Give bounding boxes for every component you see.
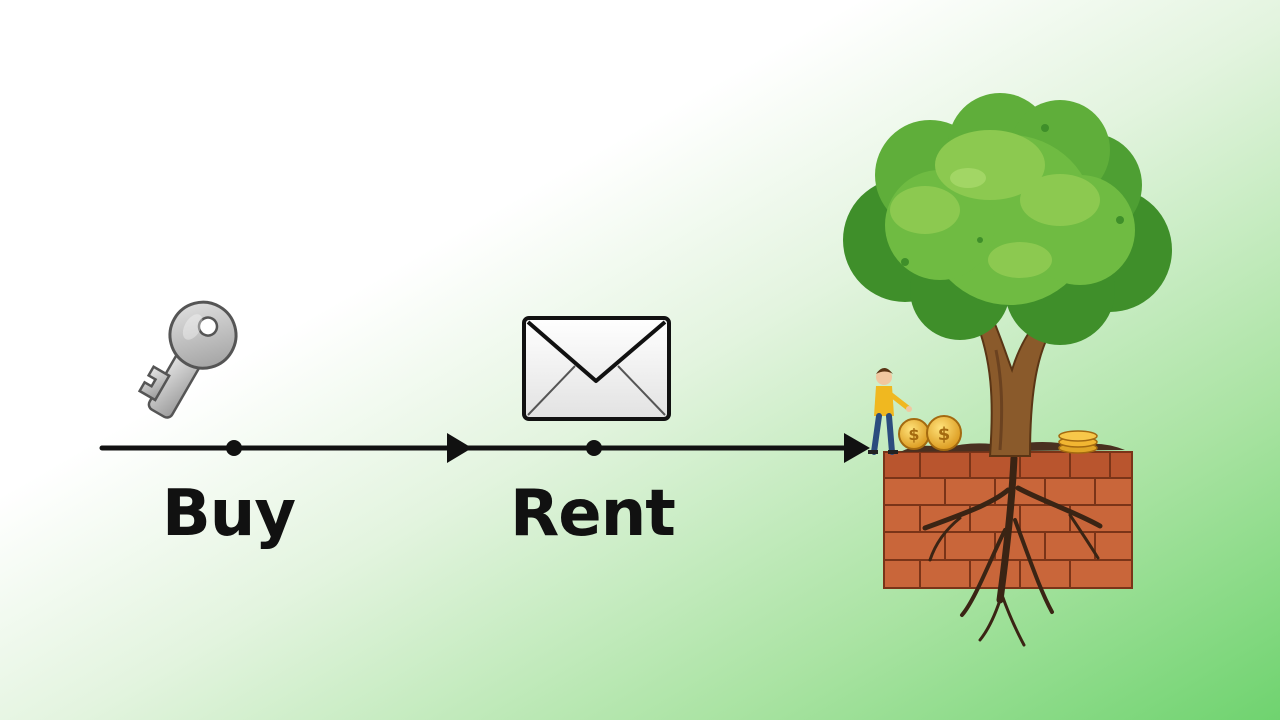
step-label-rent: Rent bbox=[510, 477, 676, 551]
coins: $ $ bbox=[898, 415, 1098, 454]
key-icon bbox=[137, 300, 238, 419]
arrowhead-2 bbox=[844, 433, 870, 463]
arrowhead-1 bbox=[447, 433, 472, 463]
envelope-icon bbox=[522, 316, 671, 421]
tree-roots bbox=[922, 454, 1103, 647]
tree-trunk bbox=[973, 310, 1060, 457]
step-label-buy: Buy bbox=[162, 477, 296, 551]
money-tree-on-brick-wall-icon: $ $ bbox=[843, 93, 1172, 647]
timeline bbox=[99, 433, 870, 463]
svg-text:$: $ bbox=[938, 424, 951, 445]
svg-text:$: $ bbox=[908, 425, 919, 444]
tree-foliage bbox=[843, 93, 1172, 345]
timeline-node-rent bbox=[586, 440, 602, 456]
timeline-node-buy bbox=[226, 440, 242, 456]
person-figure bbox=[868, 368, 912, 455]
